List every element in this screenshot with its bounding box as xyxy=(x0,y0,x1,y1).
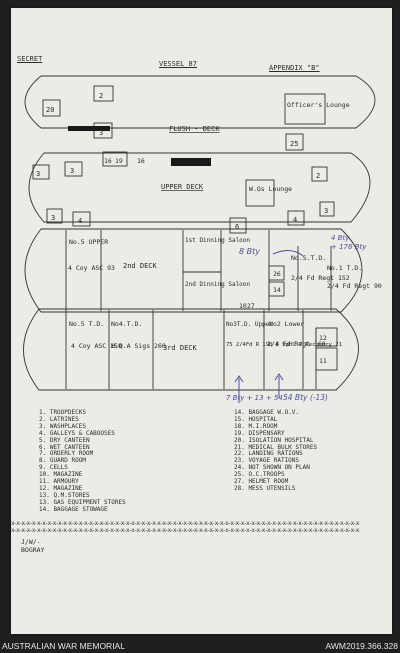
legend-item: 13. GAS EQUIPMENT STORES xyxy=(39,498,126,506)
legend-item: 4. GALLEYS & CABOOSES xyxy=(39,429,115,437)
archive-name: AUSTRALIAN WAR MEMORIAL xyxy=(2,641,125,651)
legend-item: 27. HELMET ROOM xyxy=(234,478,289,486)
appendix-label: APPENDIX "B" xyxy=(269,64,320,72)
document-sheet: SECRET VESSEL 87 APPENDIX "B" xyxy=(11,8,392,634)
divider-dots: x-x-x-x-x-x-x-x-x-x-x-x-x-x-x-x-x-x-x-x-… xyxy=(11,520,359,526)
room-number: 3 xyxy=(324,207,328,215)
legend-item: 15. HOSPITAL xyxy=(234,415,278,423)
legend-item: 9. CELLS xyxy=(39,464,68,472)
redaction-mark xyxy=(171,158,211,166)
compartment-detail: 4 Coy ASC 93 xyxy=(68,264,115,272)
dining-saloon-2-label: 2nd Dinning Saloon xyxy=(185,281,250,288)
compartment-label: No2 Lower xyxy=(269,320,304,328)
deck-plan: 2 20 3 Officer's Lounge 25 FLUSH - DECK … xyxy=(23,75,382,403)
handwritten-annotation: + 176 Bty xyxy=(331,243,367,251)
archive-reference: AWM2019.366.328 xyxy=(325,641,398,651)
room-number: 4 xyxy=(78,217,82,225)
flush-deck-hull xyxy=(24,75,376,129)
legend-item: 8. GUARD ROOM xyxy=(39,457,86,465)
room-number: 14 xyxy=(273,286,281,294)
officers-lounge-label: Officer's Lounge xyxy=(287,101,350,109)
room-number: 3 xyxy=(36,170,40,178)
compartment-label: No3T.D. Upper xyxy=(226,321,273,328)
handwritten-annotation: 54 Bty (-13) xyxy=(283,393,328,402)
legend-item: 22. LANDING RATIONS xyxy=(234,450,303,458)
legend-item: 7. ORDERLY ROOM xyxy=(39,450,94,458)
third-deck-hull xyxy=(23,308,359,391)
archive-footer: AUSTRALIAN WAR MEMORIAL AWM2019.366.328 xyxy=(0,637,400,653)
room-number: 2 xyxy=(99,92,103,100)
legend-item: 23. VOYAGE RATIONS xyxy=(234,457,300,465)
legend-item: 6. WET CANTEEN xyxy=(39,443,90,451)
room-number: 1027 xyxy=(239,302,255,310)
legend-item: 14. BAGGAGE W.O.V. xyxy=(234,409,300,416)
room-number: 25 xyxy=(290,140,298,148)
compartment-label: No.S.T.D. xyxy=(291,254,326,262)
compartment-detail: 4 Coy ASC 150 xyxy=(71,342,122,350)
room-number: 6 xyxy=(235,223,239,231)
legend-item: 24. NOT SHOWN ON PLAN xyxy=(234,464,310,472)
compartment-label: No4.T.D. xyxy=(111,320,142,328)
room-number: 12 xyxy=(319,334,327,342)
legend-item: 28. MESS UTENSILS xyxy=(234,484,296,492)
legend-item: 18. M.I.ROOM xyxy=(234,422,278,430)
legend-item: 2. LATRINES xyxy=(39,415,79,423)
legend-item: 11. ARMOURY xyxy=(39,478,79,486)
second-deck-label: 2nd DECK xyxy=(123,262,158,270)
legend-item: 20. ISOLATION HOSPITAL xyxy=(234,436,314,444)
signature-block: J/W/- BOGRAY xyxy=(21,538,44,554)
compartment-detail: 75 2/4Fd R 190 8 SpHC 7 Recovery 21 xyxy=(226,342,342,348)
handwritten-annotation: 7 Bty + 13 + 54 xyxy=(226,394,283,402)
dining-saloon-1-label: 1st Dinning Saloon xyxy=(185,237,250,244)
legend-item: 1. TROOPDECKS xyxy=(39,409,86,416)
compartment-label: No.1 T.D. xyxy=(327,264,362,272)
legend-item: 13. Q.M.STORES xyxy=(39,491,90,499)
legend-item: 21. MEDICAL BULK STORES xyxy=(234,443,318,451)
legend-item: 19. DISPENSARY xyxy=(234,429,285,437)
legend-item: 3. WASHPLACES xyxy=(39,422,86,430)
flush-deck-label: FLUSH - DECK xyxy=(169,125,220,133)
secret-label: SECRET xyxy=(17,55,43,63)
compartment-label: No.5 T.D. xyxy=(69,320,104,328)
room-number: 11 xyxy=(319,357,327,365)
compartment-detail: 2/4 Fd Regt 160 xyxy=(267,340,326,348)
vessel-title: VESSEL 87 xyxy=(159,60,197,68)
wos-lounge-label: W.Os Lounge xyxy=(249,185,292,193)
compartment-detail: 2/4 Fd Regt 90 xyxy=(327,282,382,290)
room-number: 3 xyxy=(70,167,74,175)
upper-deck-label: UPPER DECK xyxy=(161,183,204,191)
redaction-mark xyxy=(68,126,110,131)
room-number: 3 xyxy=(51,214,55,222)
legend-item: 14. BAGGAGE STOWAGE xyxy=(39,505,108,513)
legend-item: 25. O.C.TROOPS xyxy=(234,471,285,479)
second-deck-hull xyxy=(24,228,363,313)
room-number: 2 xyxy=(316,172,320,180)
compartment-detail: H.Q.A Sigs 260 xyxy=(111,342,166,350)
divider-dots: x-x-x-x-x-x-x-x-x-x-x-x-x-x-x-x-x-x-x-x-… xyxy=(11,527,359,533)
compartment-detail: 2/4 Fd Regt 152 xyxy=(291,274,350,282)
legend-item: 12. MAGAZINE xyxy=(39,484,83,492)
room-number: 16 xyxy=(137,157,145,165)
room-number: 4 xyxy=(293,216,297,224)
signature-line: J/W/- xyxy=(21,538,41,546)
legend-item: 10. MAGAZINE xyxy=(39,471,83,479)
handwritten-annotation: 8 Bty xyxy=(239,247,260,256)
handwritten-annotation: 4 Bty xyxy=(331,234,350,242)
upper-deck-hull xyxy=(28,152,371,223)
third-deck-label: 3rd DECK xyxy=(163,344,198,352)
compartment-label: No.5 UPPER xyxy=(69,238,108,246)
signature-line: BOGRAY xyxy=(21,546,45,554)
room-number: 19 xyxy=(115,157,123,165)
room-number: 20 xyxy=(46,106,54,114)
room-number: 3 xyxy=(99,129,103,137)
room-number: 26 xyxy=(273,270,281,278)
legend-item: 5. DRY CANTEEN xyxy=(39,436,90,444)
room-number: 16 xyxy=(104,157,112,165)
